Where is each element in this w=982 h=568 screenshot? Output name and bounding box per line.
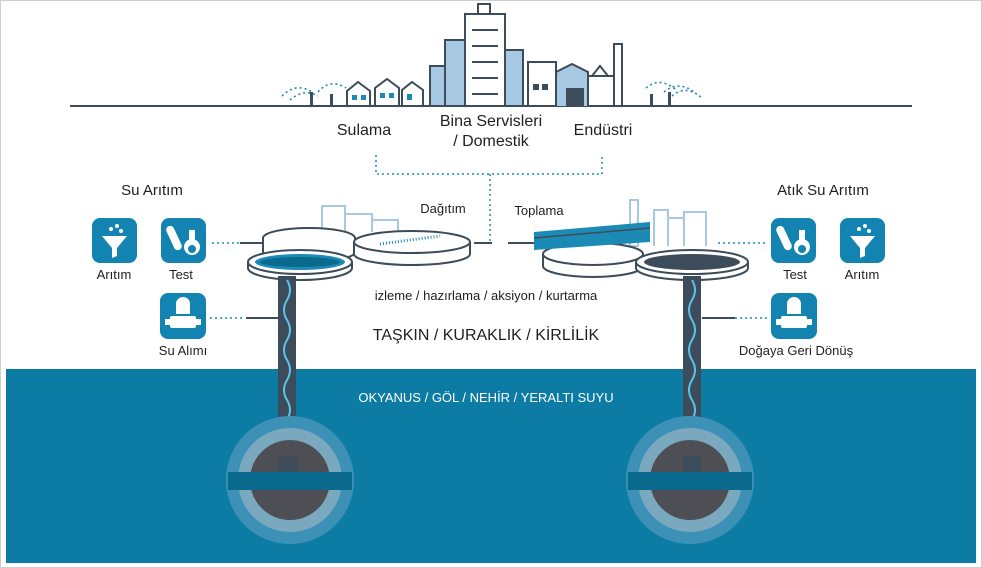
activities-label: izleme / hazırlama / aksiyon / kurtarma [374,288,598,303]
water-body [6,369,976,563]
sprinkler-right-posts [650,92,671,106]
right-pump-icon [771,293,817,339]
collection-label: Toplama [514,203,564,218]
right-test-label: Test [783,267,807,282]
building-services-label: Bina Servisleri [439,113,543,130]
water-treatment-title: Su Arıtım [121,182,183,199]
water-intake-label: Su Alımı [158,343,208,358]
risks-label: TAŞKIN / KURAKLIK / KİRLİLİK [372,327,600,344]
wastewater-treatment-title: Atık Su Arıtım [777,182,869,199]
collection-panel [533,222,651,250]
right-pipe-stubs [474,242,735,319]
office-buildings-icon [429,3,524,107]
left-pipe-stubs [240,242,278,319]
sprinkler-left-icon [281,83,347,101]
domestic-label: / Domestik [453,133,529,150]
distribution-connector [375,155,603,243]
left-pump-icon [160,293,206,339]
left-test-label: Test [169,267,193,282]
right-connectors [718,242,768,319]
right-test-tube-icon [771,218,816,263]
right-plant-buildings [629,199,707,247]
right-aquifer [626,416,754,544]
left-test-tube-icon [161,218,206,263]
irrigation-label: Sulama [336,122,392,139]
distribution-tank [353,230,471,266]
left-treatment-label: Arıtım [96,267,132,282]
return-to-nature-label: Doğaya Geri Dönüş [738,343,854,358]
distribution-label: Dağıtım [420,201,466,216]
sprinkler-left-posts [310,92,333,106]
water-sources-label: OKYANUS / GÖL / NEHİR / YERALTI SUYU [358,390,614,405]
sprinkler-right-icon [645,81,703,99]
houses-icon [346,77,424,106]
left-aquifer [226,416,354,544]
right-clarifier-front [635,249,749,281]
left-treatment-funnel-icon [92,218,137,263]
right-treatment-funnel-icon [840,218,885,263]
right-treatment-label: Arıtım [844,267,880,282]
factory-icon [527,43,623,107]
industry-label: Endüstri [573,122,633,139]
left-plant-buildings [321,205,399,232]
left-clarifier-front [247,249,353,281]
